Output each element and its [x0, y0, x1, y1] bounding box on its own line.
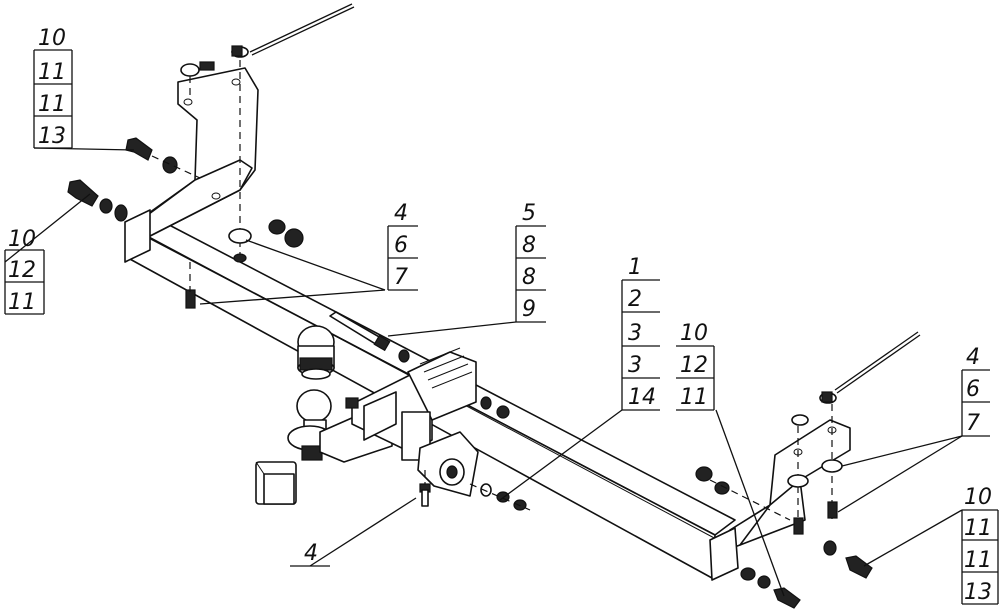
callout-mid-b: 5 8 8 9	[515, 201, 546, 323]
callout-label: 10	[38, 26, 66, 51]
callout-label: 4	[394, 201, 408, 226]
callout-label: 11	[38, 60, 66, 85]
right-bolt-set-outer	[740, 540, 873, 609]
callout-label: 11	[38, 92, 66, 117]
callout-label: 8	[522, 233, 536, 258]
callout-mid-a: 4 6 7	[387, 201, 418, 291]
callout-label: 11	[8, 290, 36, 315]
callout-label: 3	[628, 321, 642, 346]
callout-center: 1 2 3 3 14	[621, 255, 660, 411]
callout-label: 8	[522, 265, 536, 290]
callout-label: 10	[680, 321, 708, 346]
callout-label: 13	[38, 124, 66, 149]
callout-label: 5	[522, 201, 536, 226]
callout-right-b: 10 11 11 13	[961, 485, 999, 605]
callout-label: 10	[8, 227, 36, 252]
callout-bottom: 4	[290, 541, 330, 567]
left-mounting-bracket	[124, 67, 259, 263]
callout-label: 11	[964, 516, 992, 541]
callout-top-left: 10 11 11 13	[33, 26, 73, 149]
callout-label: 4	[304, 541, 318, 566]
callout-label: 6	[394, 233, 408, 258]
bottom-bolt	[419, 470, 431, 507]
center-fastener-set	[469, 483, 531, 511]
callout-left: 10 12 11	[4, 227, 45, 315]
left-safety-cable	[180, 3, 355, 260]
right-fastener-set	[695, 459, 843, 535]
callout-center-right: 10 12 11	[676, 321, 715, 411]
left-bolt-set-upper	[125, 137, 201, 179]
hitch-cap	[255, 461, 297, 505]
callout-label: 10	[964, 485, 992, 510]
callout-label: 11	[964, 548, 992, 573]
callout-label: 7	[966, 411, 980, 436]
callout-label: 14	[628, 385, 656, 410]
right-mounting-bracket	[709, 419, 851, 581]
callout-label: 2	[628, 287, 642, 312]
callout-label: 4	[966, 345, 980, 370]
tow-ball-upper	[297, 325, 335, 380]
callout-label: 12	[680, 353, 708, 378]
callout-label: 6	[966, 377, 980, 402]
beam-nut-set-left	[185, 219, 304, 309]
callout-label: 13	[964, 580, 992, 605]
callout-label: 12	[8, 258, 36, 283]
callout-label: 1	[628, 255, 642, 280]
callout-label: 11	[680, 385, 708, 410]
callout-label: 3	[628, 353, 642, 378]
long-bolt	[329, 311, 510, 419]
receiver-hitch	[345, 347, 479, 497]
callout-right-a: 4 6 7	[961, 345, 990, 437]
callout-label: 7	[394, 265, 408, 290]
callout-label: 9	[522, 297, 536, 322]
leader-lines	[4, 147, 963, 597]
left-bolt-set-lower	[67, 179, 128, 222]
right-safety-cable	[791, 331, 921, 530]
